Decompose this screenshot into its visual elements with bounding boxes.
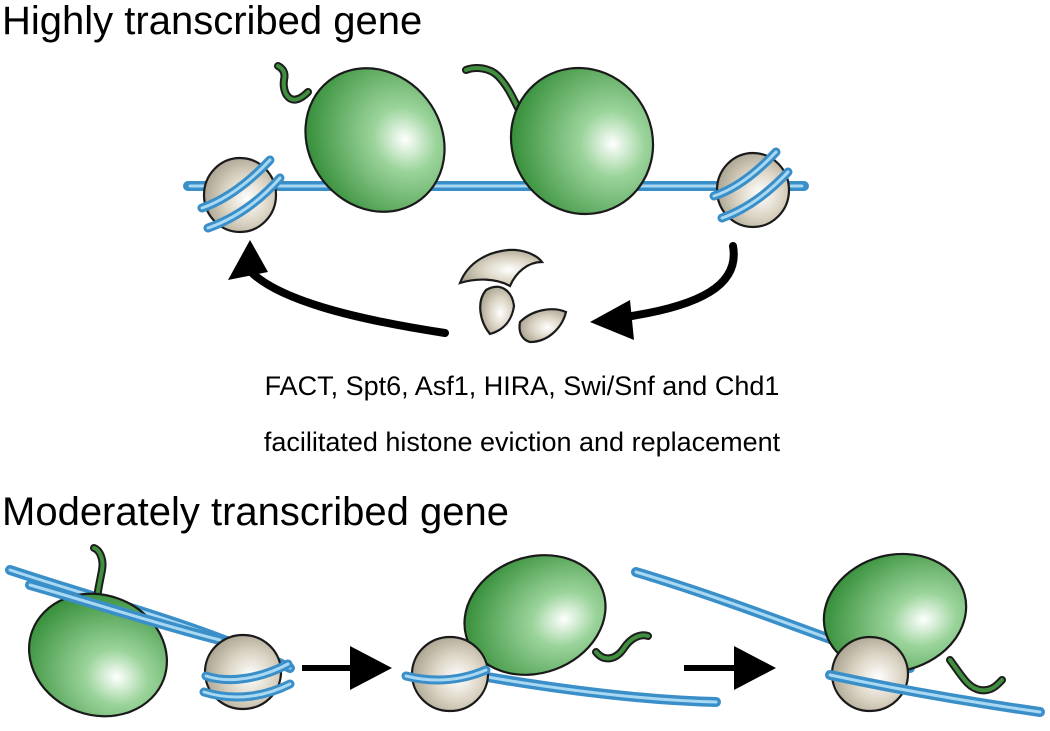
progression-arrow-2	[684, 646, 776, 690]
nucleosome-stage-1	[199, 633, 295, 711]
rna-polymerase-1	[274, 62, 446, 213]
stage-2	[401, 554, 721, 713]
dna-wrap-stage-3	[825, 670, 1045, 717]
nucleosome-left	[197, 155, 285, 234]
rna-polymerase-stage-2	[463, 554, 652, 676]
rna-polymerase-2	[462, 64, 655, 216]
rna-polymerase-stage-1	[27, 544, 169, 718]
eviction-arrow	[590, 242, 738, 340]
caption-line-1: FACT, Spt6, Asf1, HIRA, Swi/Snf and Chd1	[265, 371, 780, 401]
stage-3	[631, 552, 1045, 717]
highly-transcribed-panel	[183, 62, 809, 344]
moderately-transcribed-panel	[5, 544, 1045, 718]
bottom-title: Moderately transcribed gene	[2, 490, 509, 534]
nucleosome-right	[709, 147, 793, 229]
dna-over-polymerase-stage-1	[25, 580, 225, 645]
caption-line-2: facilitated histone eviction and replace…	[264, 427, 781, 457]
replacement-arrow	[228, 240, 449, 337]
dna-strand-stage-2	[465, 669, 721, 707]
progression-arrow-1	[302, 646, 392, 690]
top-title: Highly transcribed gene	[2, 0, 422, 43]
evicted-histones	[458, 248, 568, 344]
stage-1	[5, 544, 295, 718]
nucleosome-stage-2	[401, 635, 491, 713]
